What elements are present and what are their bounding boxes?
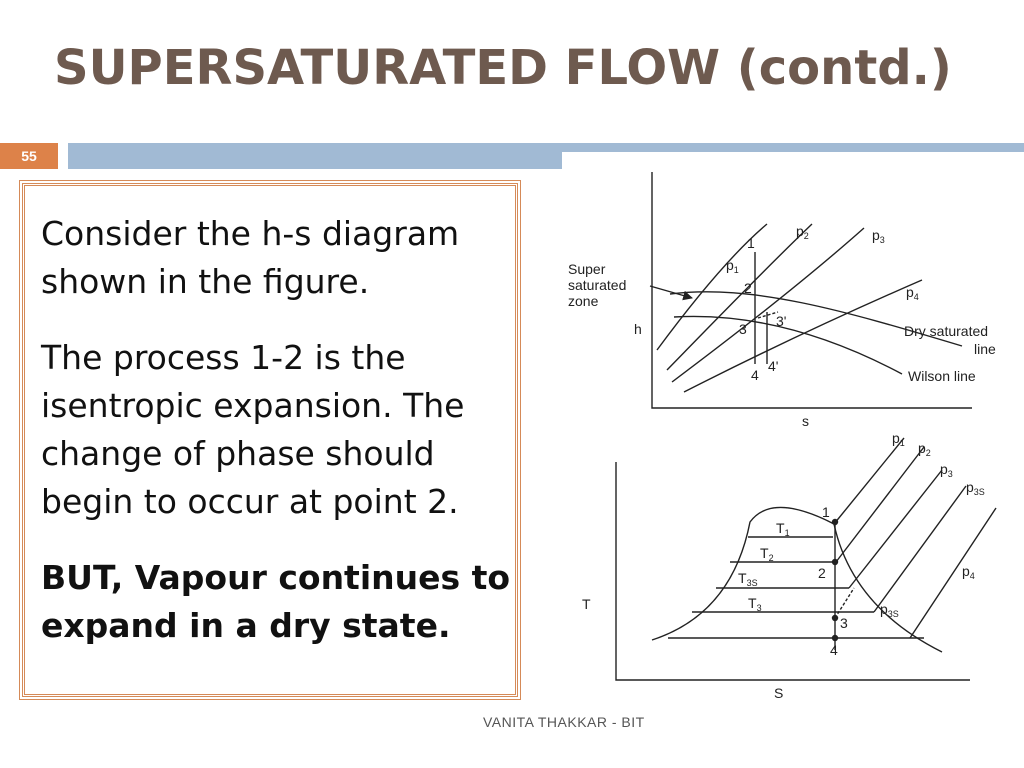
paragraph-process: The process 1-2 is the isentropic expans… <box>41 338 465 521</box>
zone-label-1: Super <box>568 261 606 277</box>
hs-point-2: 2 <box>744 280 752 296</box>
hs-dry-saturated-line <box>669 291 963 347</box>
ts-p3-line <box>848 469 943 589</box>
ts-point-1: 1 <box>822 504 830 520</box>
ts-p4-line <box>909 507 997 639</box>
figure-svg: Super saturated zone h s Dry saturated l… <box>568 172 997 701</box>
dry-line-label-2: line <box>974 341 996 357</box>
hs-y-axis-label: h <box>634 321 642 337</box>
ts-pressure-p3: p3 <box>940 461 953 479</box>
ts-temp-t2: T2 <box>760 545 774 563</box>
ts-diagram <box>615 437 997 681</box>
ts-pressure-p2: p2 <box>918 440 931 458</box>
paragraph-intro: Consider the h-s diagram shown in the fi… <box>41 214 460 301</box>
hs-p2-line <box>666 223 813 371</box>
hs-point-3: 3 <box>739 321 747 337</box>
zone-label-2: saturated <box>568 277 626 293</box>
paragraph-conclusion: BUT, Vapour continues to expand in a dry… <box>41 558 511 645</box>
hs-point-3-prime: 3' <box>776 313 786 329</box>
hs-pressure-p4: p4 <box>906 284 919 302</box>
hs-point-4-prime: 4' <box>768 358 778 374</box>
ts-p2-line <box>835 446 925 563</box>
zone-label-3: zone <box>568 293 599 309</box>
hs-x-axis-label: s <box>802 413 809 429</box>
slide-title: SUPERSATURATED FLOW (contd.) <box>54 40 952 96</box>
ts-point-2: 2 <box>818 565 826 581</box>
hs-dashed-line <box>757 311 779 319</box>
ts-point-4: 4 <box>830 642 838 658</box>
zone-arrow <box>649 285 693 301</box>
ts-point-2-dot <box>831 558 839 566</box>
hs-axes <box>651 172 972 409</box>
hs-labels: Super saturated zone h s Dry saturated l… <box>568 223 996 429</box>
ts-pressure-p3s-lower: p3S <box>880 601 899 619</box>
ts-saturation-dome <box>651 506 943 653</box>
ts-point-3-dot <box>831 614 839 622</box>
ts-y-axis-label: T <box>582 596 591 612</box>
ts-point-1-dot <box>831 518 839 526</box>
hs-p1-line <box>656 223 768 351</box>
ts-temp-t3s: T3S <box>738 570 758 588</box>
figure-panel: Super saturated zone h s Dry saturated l… <box>562 152 1024 708</box>
ts-p3s-line <box>873 485 967 613</box>
text-box: Consider the h-s diagram shown in the fi… <box>19 180 521 700</box>
hs-wilson-line <box>673 315 903 375</box>
hs-pressure-p1: p1 <box>726 257 739 275</box>
ts-temp-t3: T3 <box>748 595 762 613</box>
hs-diagram <box>649 172 972 409</box>
ts-pressure-p3s: p3S <box>966 479 985 497</box>
ts-dashed-line <box>834 587 855 619</box>
ts-temp-t1: T1 <box>776 520 790 538</box>
ts-pressure-p1: p1 <box>892 430 905 448</box>
hs-p4-line <box>683 279 923 393</box>
ts-x-axis-label: S <box>774 685 783 701</box>
dry-line-label-1: Dry saturated <box>904 323 988 339</box>
ts-labels: T S p1 p2 p3 p3S p4 p3S T1 T2 T3S T3 1 2… <box>582 430 985 701</box>
hs-point-4: 4 <box>751 367 759 383</box>
hs-pressure-p2: p2 <box>796 223 809 241</box>
hs-pressure-p3: p3 <box>872 227 885 245</box>
ts-axes <box>615 462 970 681</box>
ts-p1-line <box>833 437 905 525</box>
ts-point-4-dot <box>831 634 839 642</box>
ts-point-3: 3 <box>840 615 848 631</box>
ts-pressure-p4: p4 <box>962 563 975 581</box>
wilson-line-label: Wilson line <box>908 368 976 384</box>
slide-number: 55 <box>0 143 58 169</box>
hs-point-1: 1 <box>747 235 755 251</box>
footer-author: VANITA THAKKAR - BIT <box>483 714 645 730</box>
